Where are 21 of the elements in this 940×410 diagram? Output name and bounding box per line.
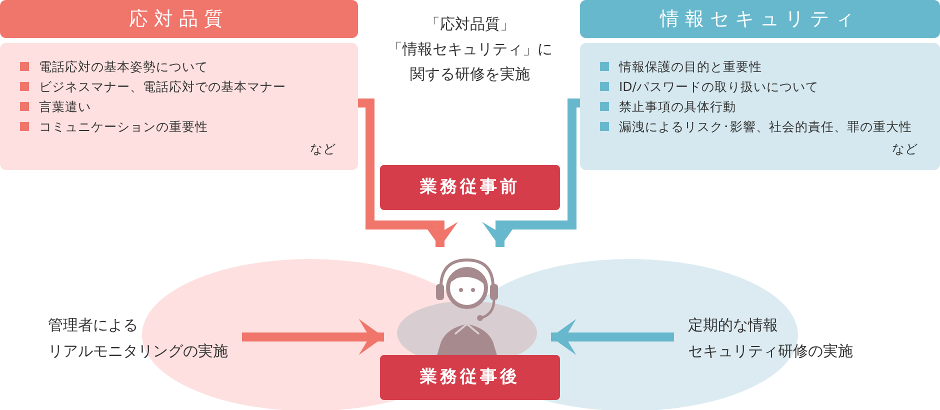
arrow: [242, 319, 384, 355]
list-item: 情報保護の目的と重要性: [600, 57, 926, 77]
note-text: 「応対品質」「情報セキュリティ」に関する研修を実施: [386, 14, 554, 85]
caption-text: 定期的な情報セキュリティ研修の実施: [688, 315, 853, 362]
caption-text: 管理者によるリアルモニタリングの実施: [48, 315, 228, 362]
heading-band: 応対品質: [0, 0, 358, 38]
list-item: コミュニケーションの重要性: [20, 117, 344, 137]
stage-label: 業務従事後: [380, 355, 560, 400]
note-text: など: [892, 141, 918, 158]
list-item: 禁止事項の具体行動: [600, 97, 926, 117]
list-item: 言葉遣い: [20, 97, 344, 117]
list-item: ビジネスマナー、電話応対での基本マナー: [20, 77, 344, 97]
stage-label: 業務従事前: [380, 165, 560, 210]
list-item: ID/パスワードの取り扱いについて: [600, 77, 926, 97]
note-text: など: [310, 141, 336, 158]
list-item: 漏洩によるリスク･影響、社会的責任、罪の重大性: [600, 117, 926, 137]
list-item: 電話応対の基本姿勢について: [20, 57, 344, 77]
heading-band: 情報セキュリティ: [580, 0, 940, 38]
arrow: [358, 98, 458, 247]
arrow: [551, 319, 674, 355]
arrow: [482, 98, 580, 247]
